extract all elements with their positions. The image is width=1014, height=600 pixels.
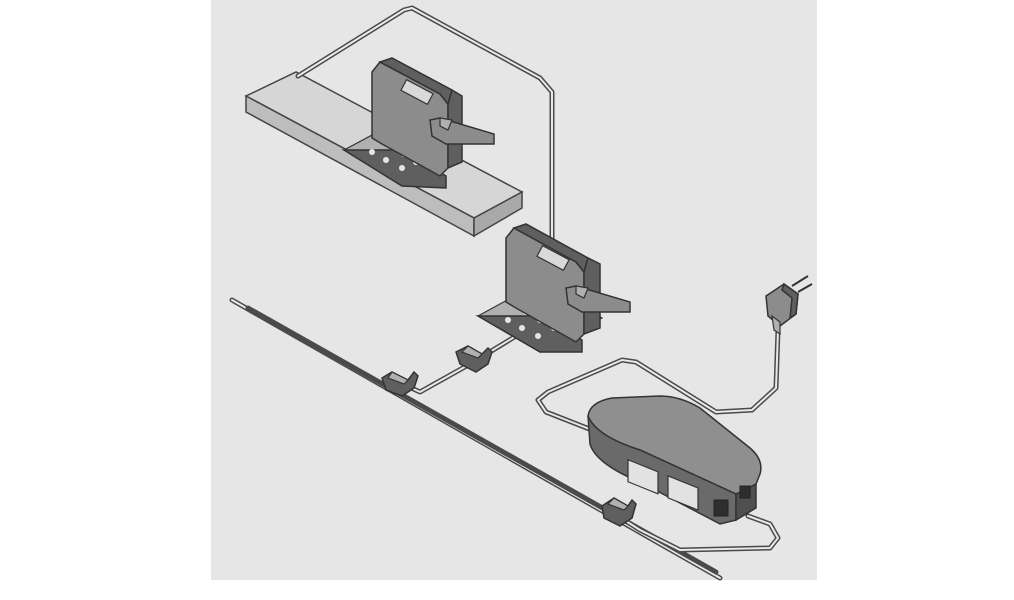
mains-plug (765, 275, 813, 336)
transformer-cable (535, 327, 781, 433)
transformer-box (587, 395, 762, 525)
cable-connector-3 (601, 497, 637, 527)
connection-cable-upper (295, 5, 555, 243)
lower-connection-cable (615, 513, 781, 553)
drive-unit-lower (475, 223, 631, 353)
drive-unit-upper (341, 57, 495, 189)
cable-connector-1 (381, 370, 419, 397)
cable-connector-2 (455, 345, 493, 373)
